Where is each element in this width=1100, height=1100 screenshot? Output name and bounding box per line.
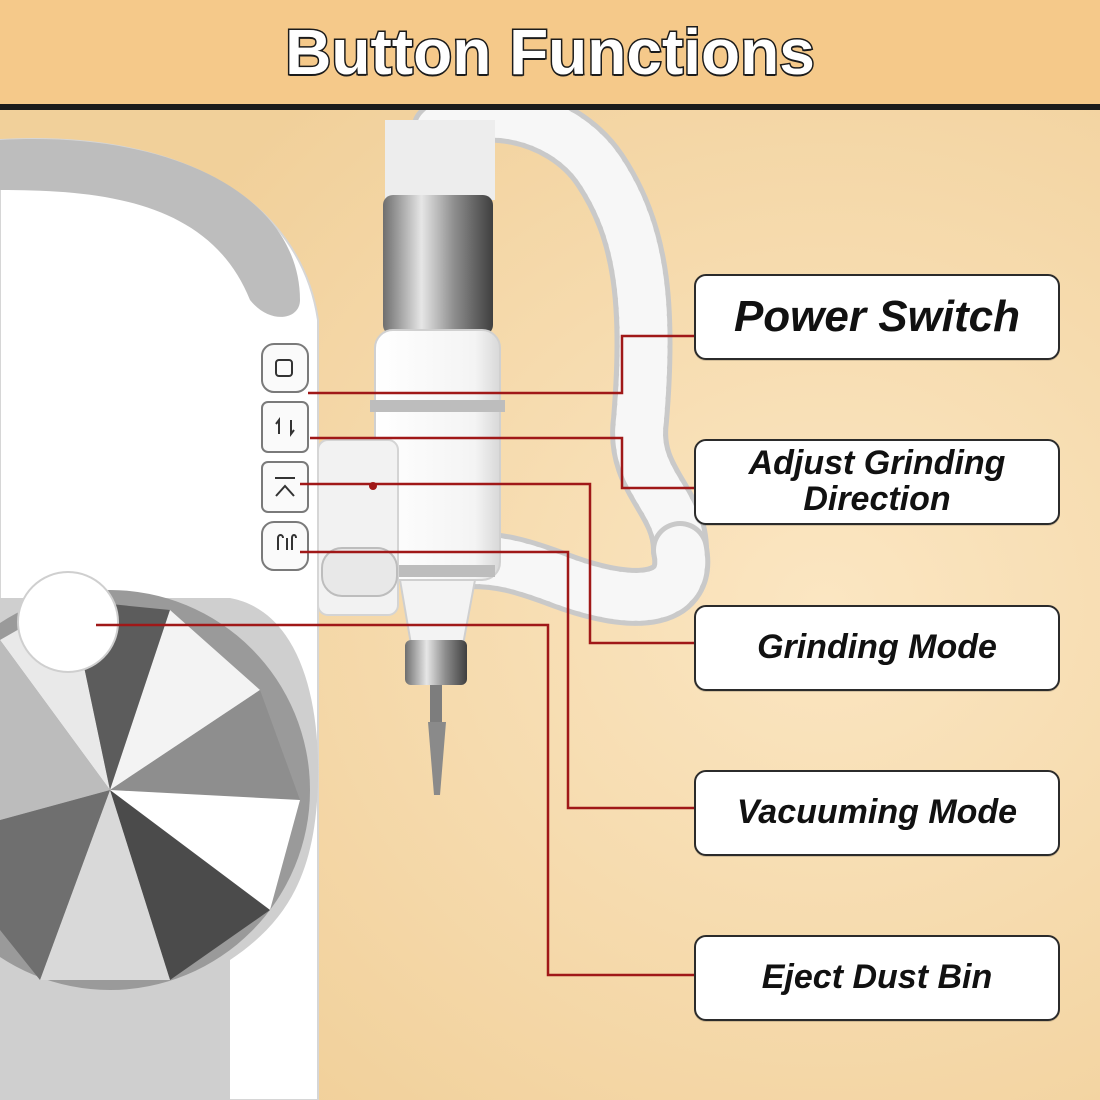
callout-adjust-grinding-direction: Adjust Grinding Direction: [694, 439, 1060, 525]
callout-power-switch: Power Switch: [694, 274, 1060, 360]
handpiece-chrome-sleeve: [383, 195, 493, 335]
callout-adjust-direction-line2: Direction: [803, 480, 951, 518]
callout-grinding-mode-label: Grinding Mode: [757, 628, 997, 667]
callout-eject-dust-bin: Eject Dust Bin: [694, 935, 1060, 1021]
rotate-arrows-icon: [275, 417, 295, 437]
callout-vacuuming-mode-label: Vacuuming Mode: [736, 793, 1018, 832]
leader-grinding-mode: [300, 482, 694, 645]
power-button: [261, 343, 309, 393]
handpiece-ring-lower: [380, 565, 495, 577]
callout-vacuuming-mode: Vacuuming Mode: [694, 770, 1060, 856]
leader-vacuuming-mode: [300, 550, 694, 810]
main-unit-handle: [0, 139, 300, 317]
leader-dot: [369, 482, 377, 490]
direction-button: [261, 401, 309, 453]
callout-power-switch-label: Power Switch: [733, 291, 1021, 341]
leader-lines: [96, 334, 694, 977]
page-title: Button Functions: [284, 15, 817, 90]
handpiece-collet: [405, 640, 467, 685]
square-icon: [275, 359, 293, 377]
leader-eject-dust-bin: [96, 623, 694, 977]
leader-adjust-direction: [310, 436, 694, 490]
vacuum-mode-icon: [277, 534, 297, 550]
callout-adjust-direction-line1: Adjust Grinding: [748, 444, 1006, 483]
handpiece-ring: [370, 400, 505, 412]
drill-shaft: [430, 685, 442, 725]
callout-grinding-mode: Grinding Mode: [694, 605, 1060, 691]
grinding-mode-icon: [275, 477, 295, 497]
dust-bin-disc: [0, 590, 310, 990]
handpiece-taper: [398, 579, 477, 651]
holder-slot: [321, 547, 398, 597]
hose-upper: [416, 89, 704, 574]
vacuum-button: [261, 521, 309, 571]
callout-adjust-direction-label: Adjust Grinding Direction: [748, 444, 1006, 518]
header-banner: Button Functions: [0, 0, 1100, 110]
eject-button: [17, 571, 119, 673]
leader-power-switch: [308, 334, 694, 395]
drill-bit: [428, 722, 446, 795]
callout-eject-dust-bin-label: Eject Dust Bin: [761, 958, 993, 997]
